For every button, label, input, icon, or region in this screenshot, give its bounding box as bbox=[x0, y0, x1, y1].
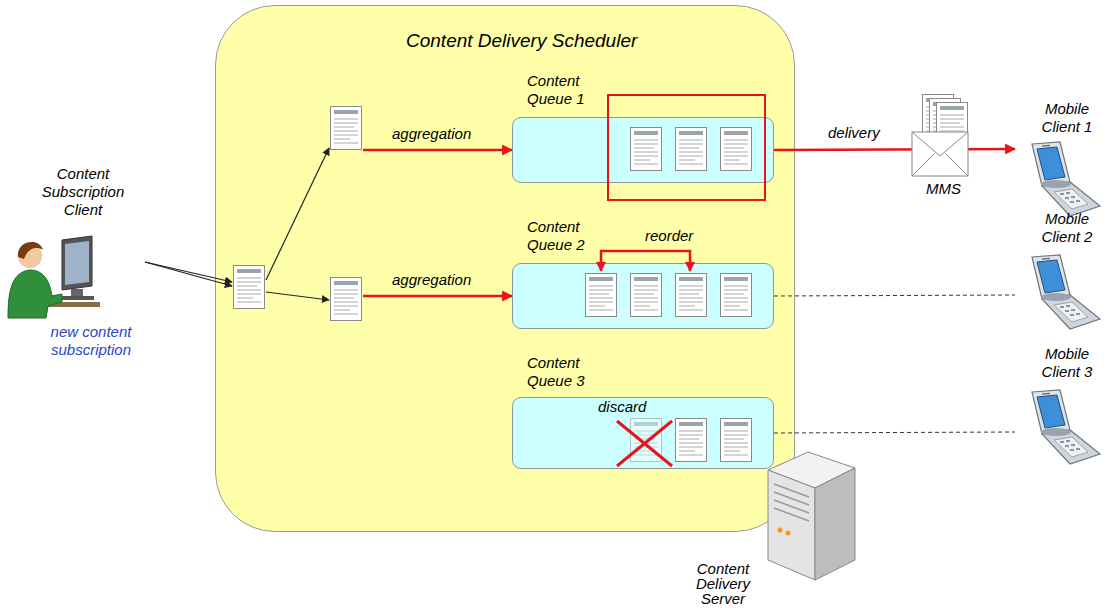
connector-segment bbox=[266, 292, 329, 300]
node-label: Content Queue 3 bbox=[527, 354, 612, 390]
connector bbox=[774, 432, 1015, 433]
connector-segment bbox=[363, 295, 512, 298]
connector bbox=[774, 149, 1015, 150]
node-label: new content subscription bbox=[45, 323, 137, 359]
node-label: Content Queue 1 bbox=[527, 72, 612, 108]
annotation-label: discard bbox=[598, 398, 646, 416]
server-illustration bbox=[768, 452, 855, 580]
connector-segment bbox=[145, 262, 232, 286]
subscriber-illustration bbox=[8, 236, 100, 318]
connector-segment bbox=[774, 295, 1015, 296]
annotation-label: MMS bbox=[926, 180, 961, 198]
connector bbox=[145, 262, 512, 300]
reorder-bracket bbox=[601, 251, 690, 271]
connector-segment bbox=[363, 149, 512, 152]
edge-label: aggregation bbox=[392, 125, 471, 143]
connector-segment bbox=[774, 432, 1015, 433]
node-label: Content Queue 2 bbox=[527, 218, 612, 254]
scheduler-box: Content Delivery SchedulerContent Queue … bbox=[215, 5, 795, 532]
phone-icons bbox=[1032, 142, 1100, 464]
server-node: Content Delivery Server bbox=[683, 561, 765, 608]
selection-frame bbox=[608, 95, 765, 200]
node-label: Content Subscription Client bbox=[33, 165, 133, 219]
connector bbox=[145, 148, 512, 282]
connector bbox=[774, 295, 1015, 296]
node-label: Mobile Client 2 bbox=[1031, 210, 1103, 246]
node-label: Mobile Client 3 bbox=[1031, 345, 1103, 381]
node-label: Mobile Client 1 bbox=[1031, 100, 1103, 136]
mms-envelope bbox=[912, 95, 968, 177]
connector-segment bbox=[774, 149, 1015, 150]
edge-label: aggregation bbox=[392, 271, 471, 289]
document-icons bbox=[234, 107, 752, 462]
discard-cross bbox=[617, 421, 672, 466]
edge-label: delivery bbox=[828, 124, 880, 142]
annotation-label: reorder bbox=[645, 227, 693, 245]
node-label: Content Delivery Server bbox=[683, 561, 763, 606]
connector-segment bbox=[266, 148, 329, 280]
node-label: Content Delivery Scheduler bbox=[406, 30, 726, 52]
